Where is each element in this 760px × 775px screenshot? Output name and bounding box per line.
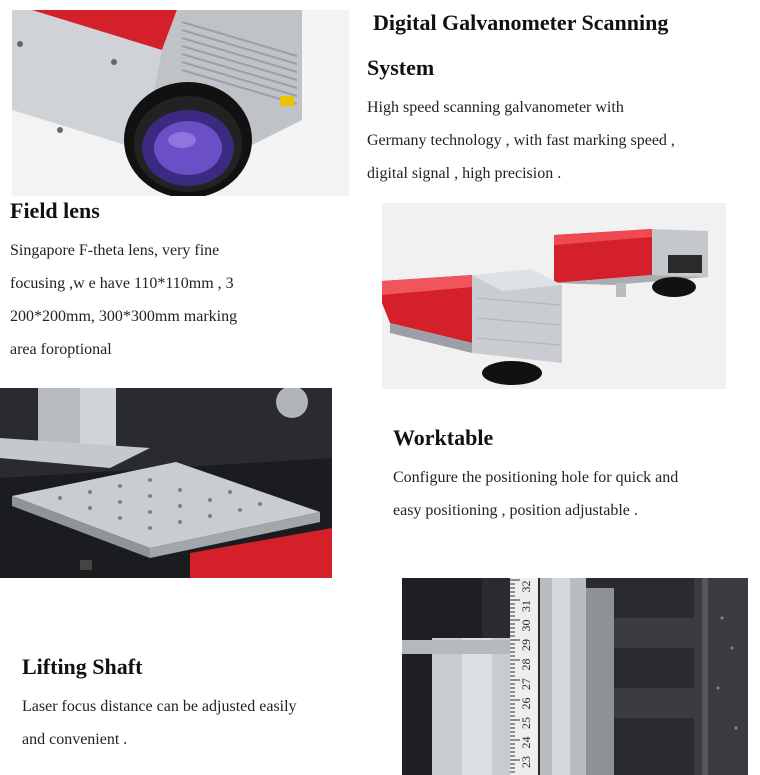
galvo-title-line2: System <box>367 55 435 80</box>
worktable-photo <box>0 388 332 578</box>
ruler-mark-label: 26 <box>519 698 533 710</box>
ruler-mark-label: 24 <box>519 737 533 749</box>
galvo-title-line1: Digital Galvanometer Scanning <box>373 10 669 35</box>
ruler-mark-label: 31 <box>519 600 533 612</box>
field-lens-desc-line: 200*200mm, 300*300mm marking <box>10 308 238 325</box>
worktable-title: Worktable <box>393 425 494 450</box>
laser-heads-photo <box>382 203 726 389</box>
lifting-shaft-photo: 23 24 25 26 27 28 29 30 31 32 <box>402 578 748 775</box>
lifting-shaft-title: Lifting Shaft <box>22 654 143 679</box>
ruler-mark-label: 29 <box>519 639 533 651</box>
lifting-shaft-desc-line: and convenient . <box>22 731 128 748</box>
ruler-mark-label: 23 <box>519 756 533 768</box>
galvo-desc-line: digital signal , high precision . <box>367 165 562 182</box>
field-lens-description: Singapore F-theta lens, very fine focusi… <box>10 234 340 366</box>
worktable-desc-line: Configure the positioning hole for quick… <box>393 469 679 486</box>
galvo-desc-line: Germany technology , with fast marking s… <box>367 132 675 149</box>
ruler-mark-label: 28 <box>519 659 533 671</box>
ruler-mark-label: 30 <box>519 620 533 632</box>
lifting-shaft-description: Laser focus distance can be adjusted eas… <box>22 690 392 756</box>
galvo-lens-photo <box>12 10 349 196</box>
field-lens-desc-line: focusing ,w e have 110*110mm , 3 <box>10 275 234 292</box>
galvo-desc-line: High speed scanning galvanometer with <box>367 99 624 116</box>
field-lens-desc-line: Singapore F-theta lens, very fine <box>10 242 220 259</box>
worktable-desc-line: easy positioning , position adjustable . <box>393 502 638 519</box>
field-lens-title: Field lens <box>10 198 100 223</box>
ruler-mark-label: 32 <box>519 581 533 593</box>
worktable-description: Configure the positioning hole for quick… <box>393 461 758 527</box>
ruler-mark-label: 27 <box>519 678 533 690</box>
ruler-mark-label: 25 <box>519 717 533 729</box>
galvo-description: High speed scanning galvanometer with Ge… <box>367 91 757 190</box>
field-lens-desc-line: area foroptional <box>10 341 112 358</box>
lifting-shaft-desc-line: Laser focus distance can be adjusted eas… <box>22 698 297 715</box>
